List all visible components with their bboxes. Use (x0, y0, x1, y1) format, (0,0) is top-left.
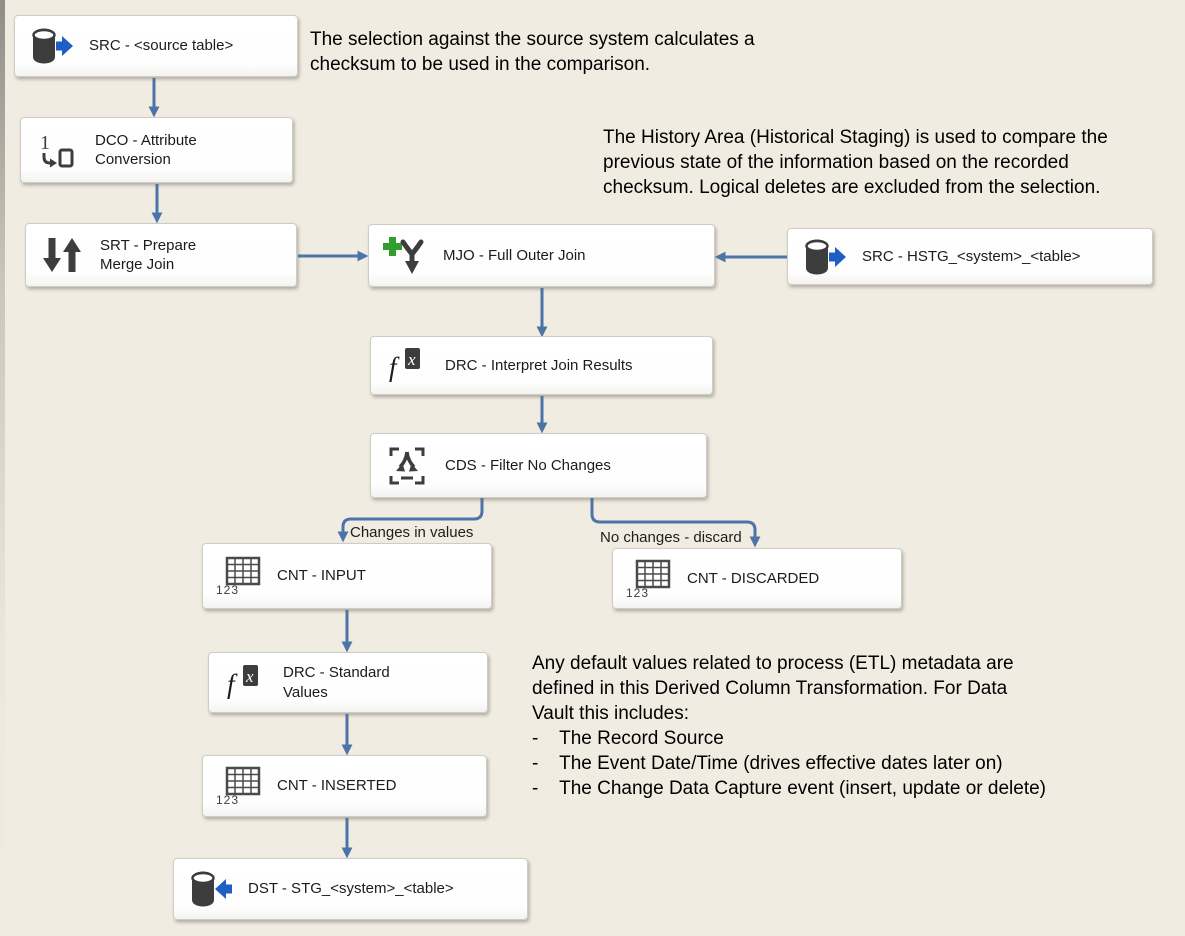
data-conversion-icon (33, 130, 81, 170)
node-cnt-inserted[interactable]: CNT - INSERTED (202, 755, 487, 817)
node-label: DCO - Attribute Conversion (95, 131, 197, 169)
node-label: SRC - HSTG_<system>_<table> (862, 247, 1081, 265)
node-label: DST - STG_<system>_<table> (248, 880, 454, 898)
node-mjo-full-outer-join[interactable]: MJO - Full Outer Join (368, 224, 715, 287)
database-destination-icon (186, 869, 234, 909)
database-source-icon (27, 26, 75, 66)
node-src-source-table[interactable]: SRC - <source table> (14, 15, 298, 77)
database-source-icon (800, 237, 848, 277)
node-label: DRC - Interpret Join Results (445, 356, 633, 374)
canvas-left-edge (0, 0, 5, 936)
node-label: CDS - Filter No Changes (445, 456, 611, 474)
node-label: MJO - Full Outer Join (443, 246, 586, 264)
node-dco-attribute-conversion[interactable]: DCO - Attribute Conversion (20, 117, 293, 183)
sort-icon (38, 235, 86, 275)
node-label: CNT - INPUT (277, 567, 366, 585)
annotation-default-values: Any default values related to process (E… (532, 653, 1047, 799)
node-srt-prepare-merge-join[interactable]: SRT - Prepare Merge Join (25, 223, 297, 287)
derived-column-icon (221, 663, 269, 703)
node-cnt-input[interactable]: CNT - INPUT (202, 543, 492, 609)
node-drc-interpret-join-results[interactable]: DRC - Interpret Join Results (370, 336, 713, 395)
node-label: CNT - DISCARDED (687, 569, 820, 587)
connector-cds-to-cnt-discarded[interactable] (590, 498, 761, 548)
node-drc-standard-values[interactable]: DRC - Standard Values (208, 652, 488, 713)
node-dst-stg[interactable]: DST - STG_<system>_<table> (173, 858, 528, 920)
row-count-icon (215, 556, 263, 596)
conditional-split-icon (383, 446, 431, 486)
node-label: SRT - Prepare Merge Join (100, 236, 197, 274)
node-src-hstg[interactable]: SRC - HSTG_<system>_<table> (787, 228, 1153, 285)
annotation-history-area: The History Area (Historical Staging) is… (603, 127, 1108, 198)
node-cds-filter-no-changes[interactable]: CDS - Filter No Changes (370, 433, 707, 498)
edge-label-no-changes-discard: No changes - discard (600, 529, 742, 546)
annotation-source-checksum: The selection against the source system … (310, 29, 755, 75)
row-count-icon (625, 559, 673, 599)
derived-column-icon (383, 346, 431, 386)
node-label: CNT - INSERTED (277, 777, 397, 795)
node-cnt-discarded[interactable]: CNT - DISCARDED (612, 548, 902, 609)
row-count-icon (215, 766, 263, 806)
edge-label-changes-in-values: Changes in values (350, 524, 474, 541)
merge-join-icon (381, 236, 429, 276)
node-label: DRC - Standard Values (283, 664, 390, 701)
node-label: SRC - <source table> (89, 37, 234, 55)
connector-cds-to-cnt-input[interactable] (337, 498, 484, 543)
